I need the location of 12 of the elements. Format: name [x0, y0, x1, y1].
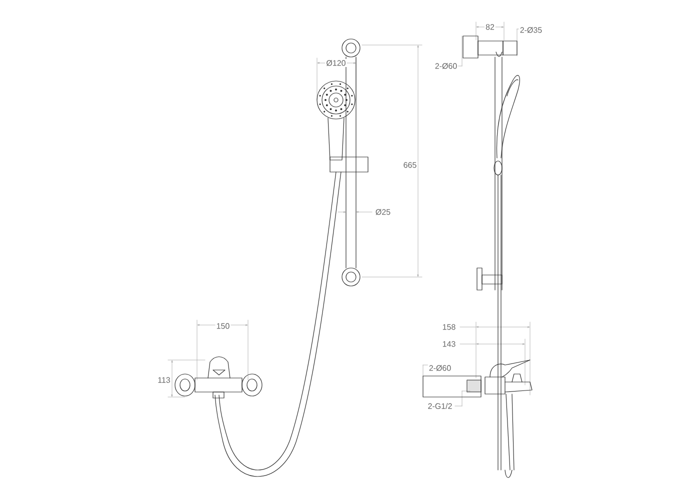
dimension-label: 2-Ø35	[518, 26, 544, 34]
dimension-label: 2-Ø60	[434, 62, 458, 70]
dimension-label: 2-G1/2	[426, 402, 454, 410]
dimension-label: 143	[441, 340, 457, 348]
dimension-label: 665	[402, 161, 418, 169]
dimension-label: Ø120	[325, 59, 347, 67]
dimension-label: 82	[484, 23, 496, 31]
dimension-label: 2-Ø60	[428, 364, 452, 372]
dimension-label: Ø25	[374, 208, 392, 216]
dimension-label: 158	[441, 323, 457, 331]
dimension-label: 150	[215, 322, 231, 330]
dimension-label: 113	[156, 376, 172, 384]
